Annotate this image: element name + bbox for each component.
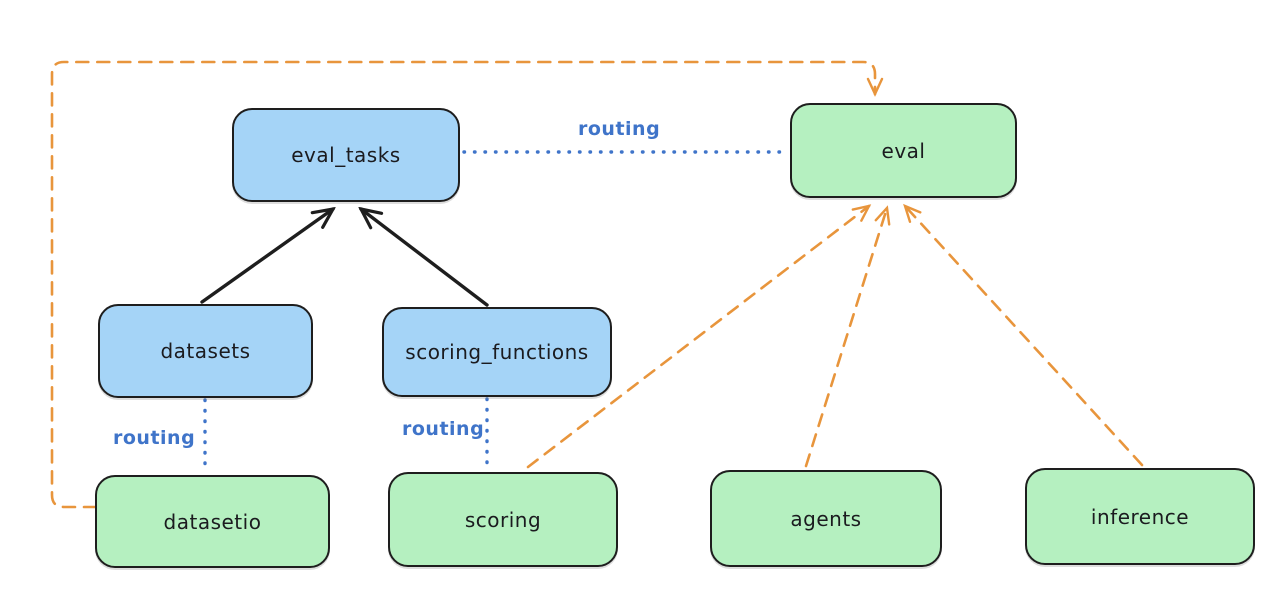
node-agents-label: agents <box>790 506 862 531</box>
node-inference: inference <box>1025 468 1255 565</box>
edge-scoring-functions-to-eval-tasks <box>361 209 489 307</box>
node-scoring-functions: scoring_functions <box>382 307 612 397</box>
node-eval-tasks: eval_tasks <box>232 108 460 202</box>
edge-label-routing-left: routing <box>113 427 196 449</box>
node-scoring: scoring <box>388 472 618 567</box>
node-agents: agents <box>710 470 942 567</box>
node-eval-label: eval <box>881 138 926 163</box>
node-datasetio-label: datasetio <box>163 509 262 534</box>
edge-label-routing-mid: routing <box>402 418 485 440</box>
node-eval-tasks-label: eval_tasks <box>291 143 401 167</box>
edge-datasetio-to-eval <box>50 60 884 509</box>
edge-scoring-to-eval <box>526 204 872 469</box>
node-scoring-functions-label: scoring_functions <box>405 340 589 364</box>
node-scoring-label: scoring <box>464 507 542 532</box>
node-datasets-label: datasets <box>160 339 251 363</box>
edge-agents-to-eval <box>804 205 891 468</box>
node-datasetio: datasetio <box>95 475 330 568</box>
edge-label-routing-top: routing <box>578 118 661 140</box>
node-inference-label: inference <box>1090 504 1190 529</box>
edge-datasets-to-eval-tasks <box>200 209 333 304</box>
node-eval: eval <box>790 103 1017 198</box>
node-datasets: datasets <box>98 304 313 398</box>
edge-inference-to-eval <box>903 203 1144 467</box>
